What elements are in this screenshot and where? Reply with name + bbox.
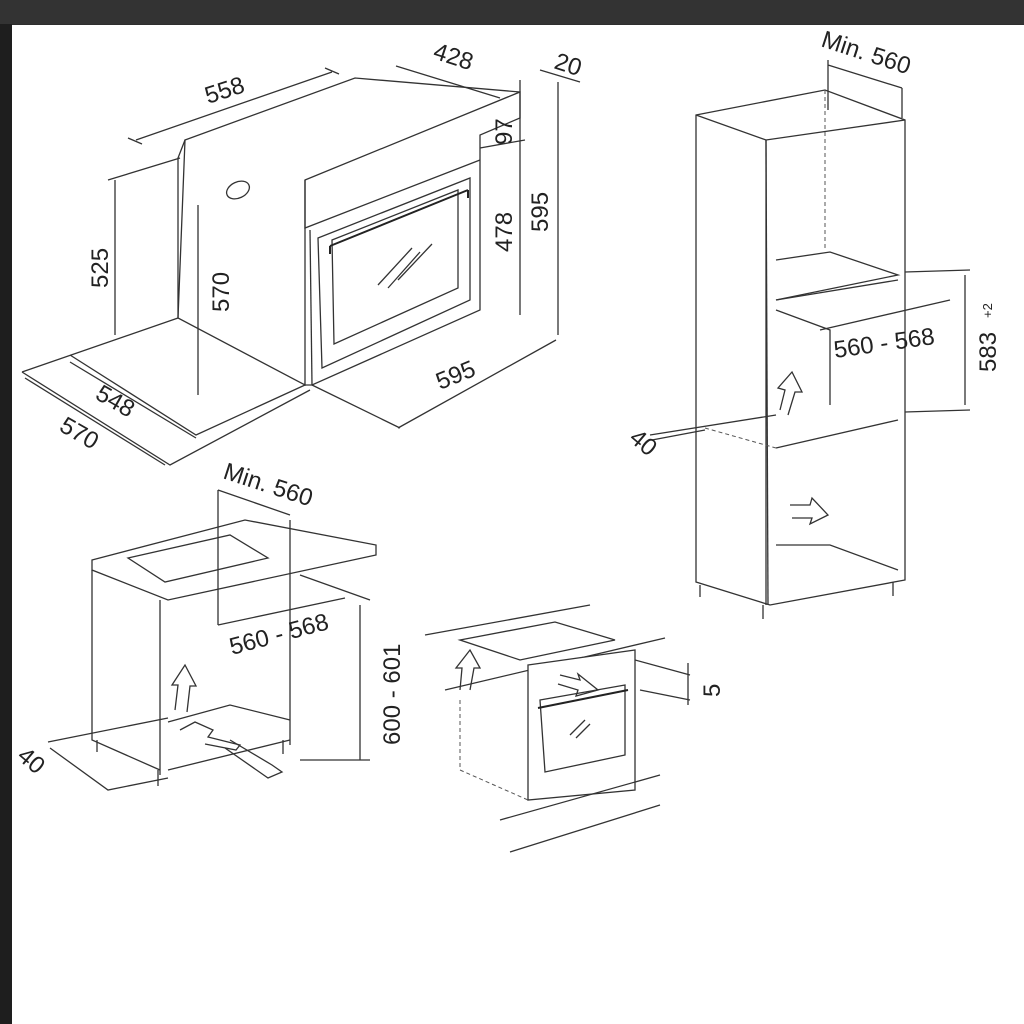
- dim-5: 5: [699, 684, 726, 697]
- dim-600-601: 600 - 601: [379, 644, 406, 745]
- window-title-bar: [0, 0, 1024, 24]
- dim-min-560-counter: Min. 560: [220, 458, 316, 512]
- dim-595-height: 595: [527, 192, 554, 232]
- dim-40-tall: 40: [624, 424, 662, 462]
- dim-583: 583: [975, 332, 1002, 372]
- dim-595-width: 595: [432, 356, 479, 396]
- dim-560-568-counter: 560 - 568: [227, 608, 332, 660]
- under-counter-drawing: [47, 489, 377, 791]
- dim-20: 20: [551, 48, 585, 82]
- dim-583-tolerance: +2: [980, 303, 995, 318]
- dim-525: 525: [87, 248, 114, 288]
- dim-570-inner: 570: [208, 272, 235, 312]
- dim-min-560-tall: Min. 560: [818, 26, 914, 80]
- dim-40-counter: 40: [12, 742, 50, 780]
- dim-548: 548: [91, 380, 139, 423]
- tall-cabinet-drawing: [649, 60, 971, 619]
- dim-97: 97: [491, 118, 518, 145]
- left-frame: [0, 24, 12, 1024]
- dim-478: 478: [491, 212, 518, 252]
- dim-428: 428: [430, 38, 476, 76]
- oven-drawing: [21, 65, 581, 466]
- under-hob-drawing: [424, 604, 691, 853]
